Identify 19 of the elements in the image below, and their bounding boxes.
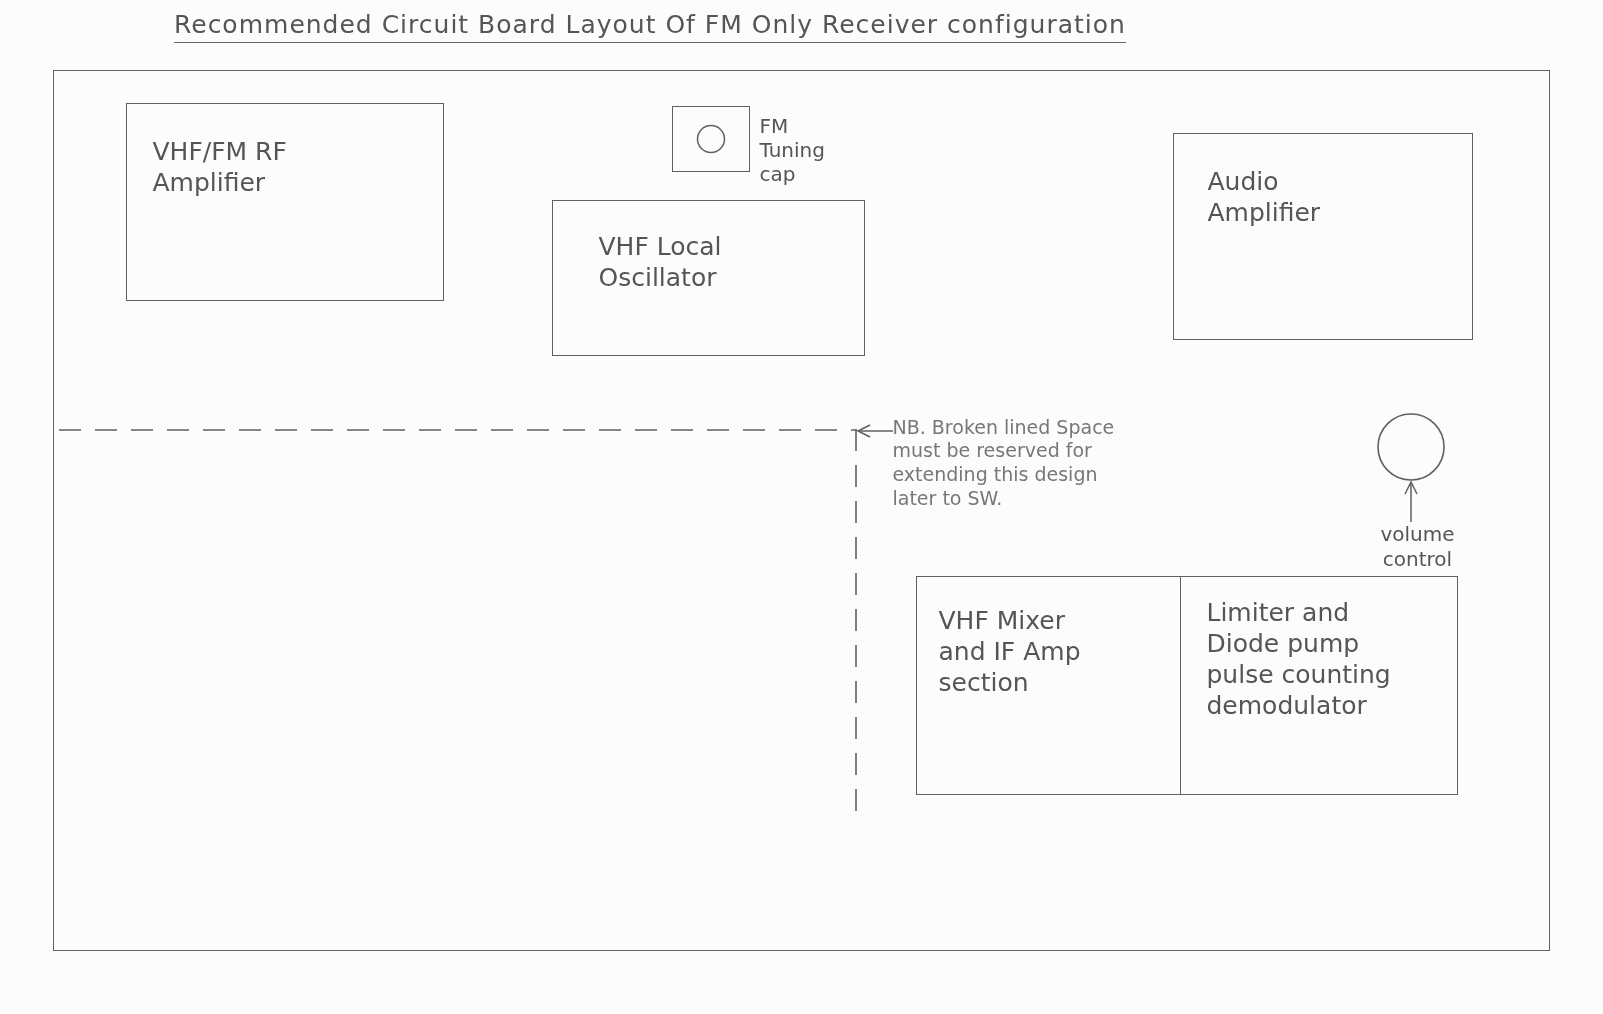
- module-label: VHF Mixer and IF Amp section: [938, 604, 1082, 699]
- note-text: NB. Broken lined Space must be reserved for extending this design later to SW.: [892, 415, 1129, 516]
- diagram-title: Recommended Circuit Board Layout Of FM Only Receiver configuration: [174, 10, 1126, 43]
- module-label: Limiter and Diode pump pulse counting demodulator: [1206, 596, 1392, 722]
- module-label: VHF/FM RF Amplifier: [152, 135, 288, 198]
- module-label: VHF Local Oscillator: [598, 230, 723, 293]
- module-box: [915, 575, 1181, 795]
- arrow: [1404, 481, 1418, 523]
- module-box: [125, 102, 444, 301]
- component-label: FM Tuning cap: [759, 113, 826, 186]
- volume-control-circle: [1376, 412, 1445, 481]
- arrow: [857, 424, 894, 438]
- module-box: [1172, 132, 1473, 340]
- tuning-capacitor-box: [671, 105, 750, 172]
- module-box: [551, 199, 865, 356]
- module-box: [1179, 575, 1458, 795]
- control-label: volume control: [1357, 521, 1478, 572]
- module-label: Audio Amplifier: [1207, 165, 1322, 228]
- circuit-board-outline: [53, 70, 1550, 951]
